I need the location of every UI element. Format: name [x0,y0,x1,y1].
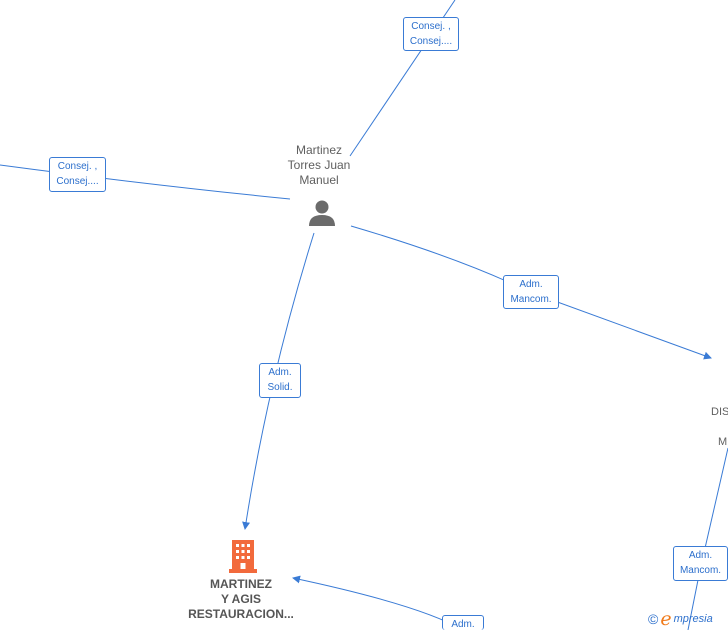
brand-logo-text: mpresia [673,613,713,625]
brand-logo-initial: e [660,608,672,630]
edge-label-adm-solid[interactable]: Adm. Solid. [259,363,301,398]
edge-label-consej-top[interactable]: Consej. , Consej.... [403,17,459,51]
edge-right-bottom [687,447,728,630]
edge-label-adm-mancom-right[interactable]: Adm. Mancom. [503,275,559,309]
edge-label-consej-left[interactable]: Consej. , Consej.... [49,157,106,192]
company-name[interactable]: MARTINEZ Y AGIS RESTAURACION... [188,577,294,621]
building-icon[interactable] [228,538,258,574]
edge-label-adm-mancom-bottom-right[interactable]: Adm. Mancom. [673,546,728,581]
person-name[interactable]: Martinez Torres Juan Manuel [287,143,351,187]
person-icon[interactable] [307,198,337,226]
copyright-symbol: © [648,611,659,627]
edge-person-left [0,164,291,200]
partial-node-line-1[interactable]: DIS [711,406,728,418]
partial-node-line-2[interactable]: M [718,436,728,448]
edge-bottom-company [292,575,464,630]
edge-label-adm-bottom[interactable]: Adm. [442,615,484,630]
